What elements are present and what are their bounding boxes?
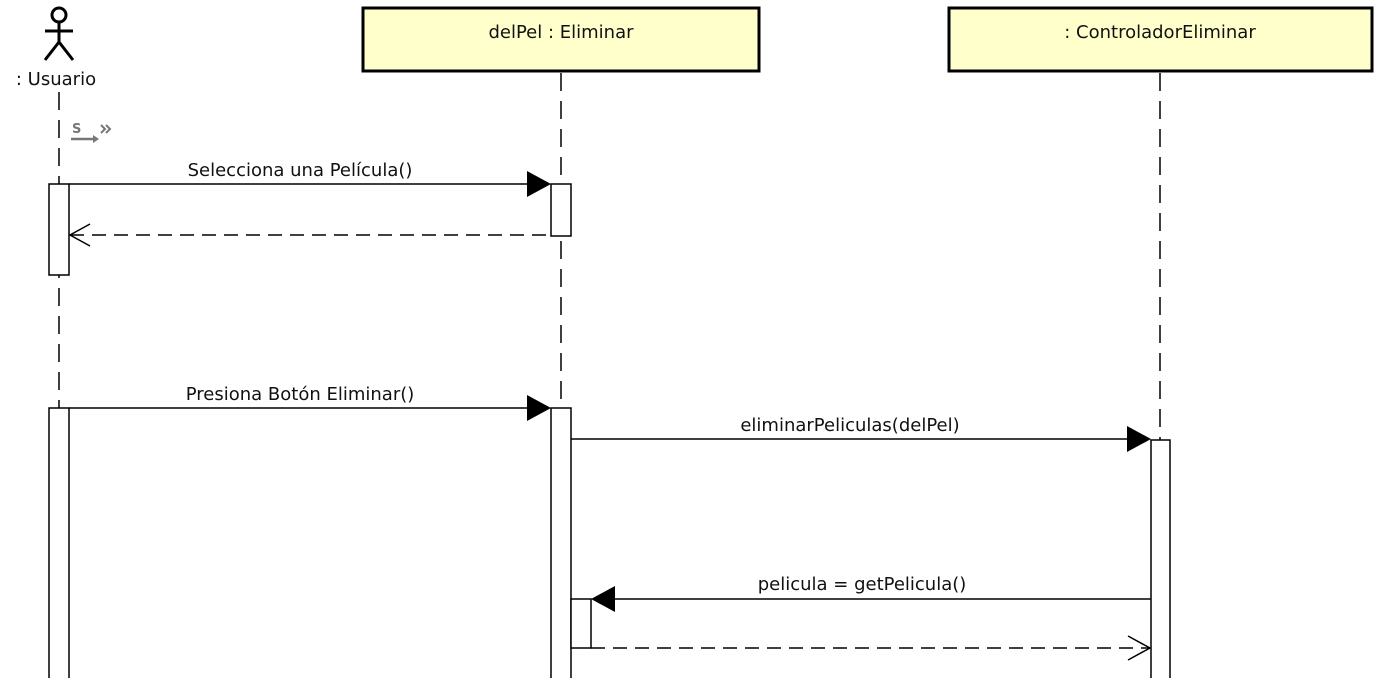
message-label: Selecciona una Película() <box>188 160 413 181</box>
activation-actor-1 <box>48 183 70 276</box>
activation-controlador-1 <box>1150 439 1171 678</box>
lifeline-header-controlador[interactable]: : ControladorEliminar <box>947 6 1374 73</box>
message-eliminar-peliculas[interactable]: eliminarPeliculas(delPel) <box>571 415 1151 452</box>
lifeline-header-controlador-label: : ControladorEliminar <box>1064 22 1256 43</box>
actor-name: : Usuario <box>16 69 96 90</box>
message-selecciona-pelicula[interactable]: Selecciona una Película() <box>69 160 551 197</box>
message-get-pelicula[interactable]: pelicula = getPelicula() <box>591 574 1151 612</box>
double-chevron-icon <box>100 124 112 134</box>
message-presiona-boton-eliminar[interactable]: Presiona Botón Eliminar() <box>69 384 551 421</box>
return-message-1[interactable] <box>68 223 551 247</box>
message-label: eliminarPeliculas(delPel) <box>740 415 959 436</box>
activation-actor-2 <box>48 407 70 678</box>
stereotype-letter: S <box>72 122 81 137</box>
lifeline-header-eliminar-label: delPel : Eliminar <box>488 22 634 43</box>
activation-eliminar-1 <box>550 183 572 237</box>
return-message-2[interactable] <box>591 635 1152 661</box>
activation-eliminar-2 <box>550 407 572 678</box>
message-label: pelicula = getPelicula() <box>758 574 967 595</box>
activation-eliminar-nested <box>570 598 592 649</box>
lifeline-header-eliminar[interactable]: delPel : Eliminar <box>361 6 761 73</box>
stick-figure-icon <box>43 6 75 61</box>
stereotype-marker: S <box>71 122 112 143</box>
message-label: Presiona Botón Eliminar() <box>186 384 415 405</box>
